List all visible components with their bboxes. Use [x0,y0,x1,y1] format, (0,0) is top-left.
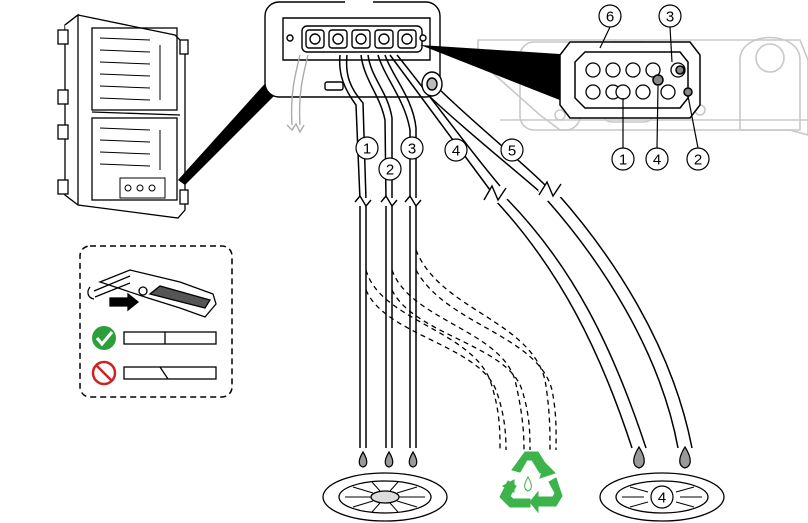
svg-text:3: 3 [408,141,416,158]
zoom-wedge-fittings [178,78,278,185]
analyzer-enclosure-icon [58,15,188,218]
fitting-panel [560,42,700,118]
straight-cut-tube [124,332,216,344]
fitting-box [265,0,440,97]
callout-drain-4: 4 [651,486,673,508]
callout-tube-4: 4 [445,139,467,161]
svg-text:5: 5 [508,143,516,160]
angled-cut-tube [124,367,216,379]
callout-panel-1: 1 [612,148,634,170]
cutting-instructions-inset [80,246,232,397]
callout-tube-1: 1 [356,137,378,159]
callout-panel-2: 2 [687,148,709,170]
svg-text:2: 2 [694,152,702,169]
floor-drain-icon [323,473,447,521]
svg-text:1: 1 [363,141,371,158]
callout-panel-4: 4 [646,148,668,170]
callout-tube-5: 5 [501,139,523,161]
tube-grommet [422,72,442,96]
callout-tube-3: 3 [401,137,423,159]
check-mark-icon [92,326,116,350]
callout-tube-2: 2 [379,158,401,180]
svg-text:6: 6 [606,9,614,26]
callout-panel-3: 3 [659,5,681,27]
svg-text:4: 4 [452,143,460,160]
svg-text:4: 4 [658,490,666,507]
svg-text:2: 2 [386,162,394,179]
recycle-route-dashed [366,250,556,450]
svg-text:4: 4 [653,152,661,169]
prohibited-icon [93,362,115,384]
svg-text:3: 3 [666,9,674,26]
svg-text:1: 1 [619,152,627,169]
recycle-icon [500,452,562,512]
callout-panel-6: 6 [599,5,621,27]
